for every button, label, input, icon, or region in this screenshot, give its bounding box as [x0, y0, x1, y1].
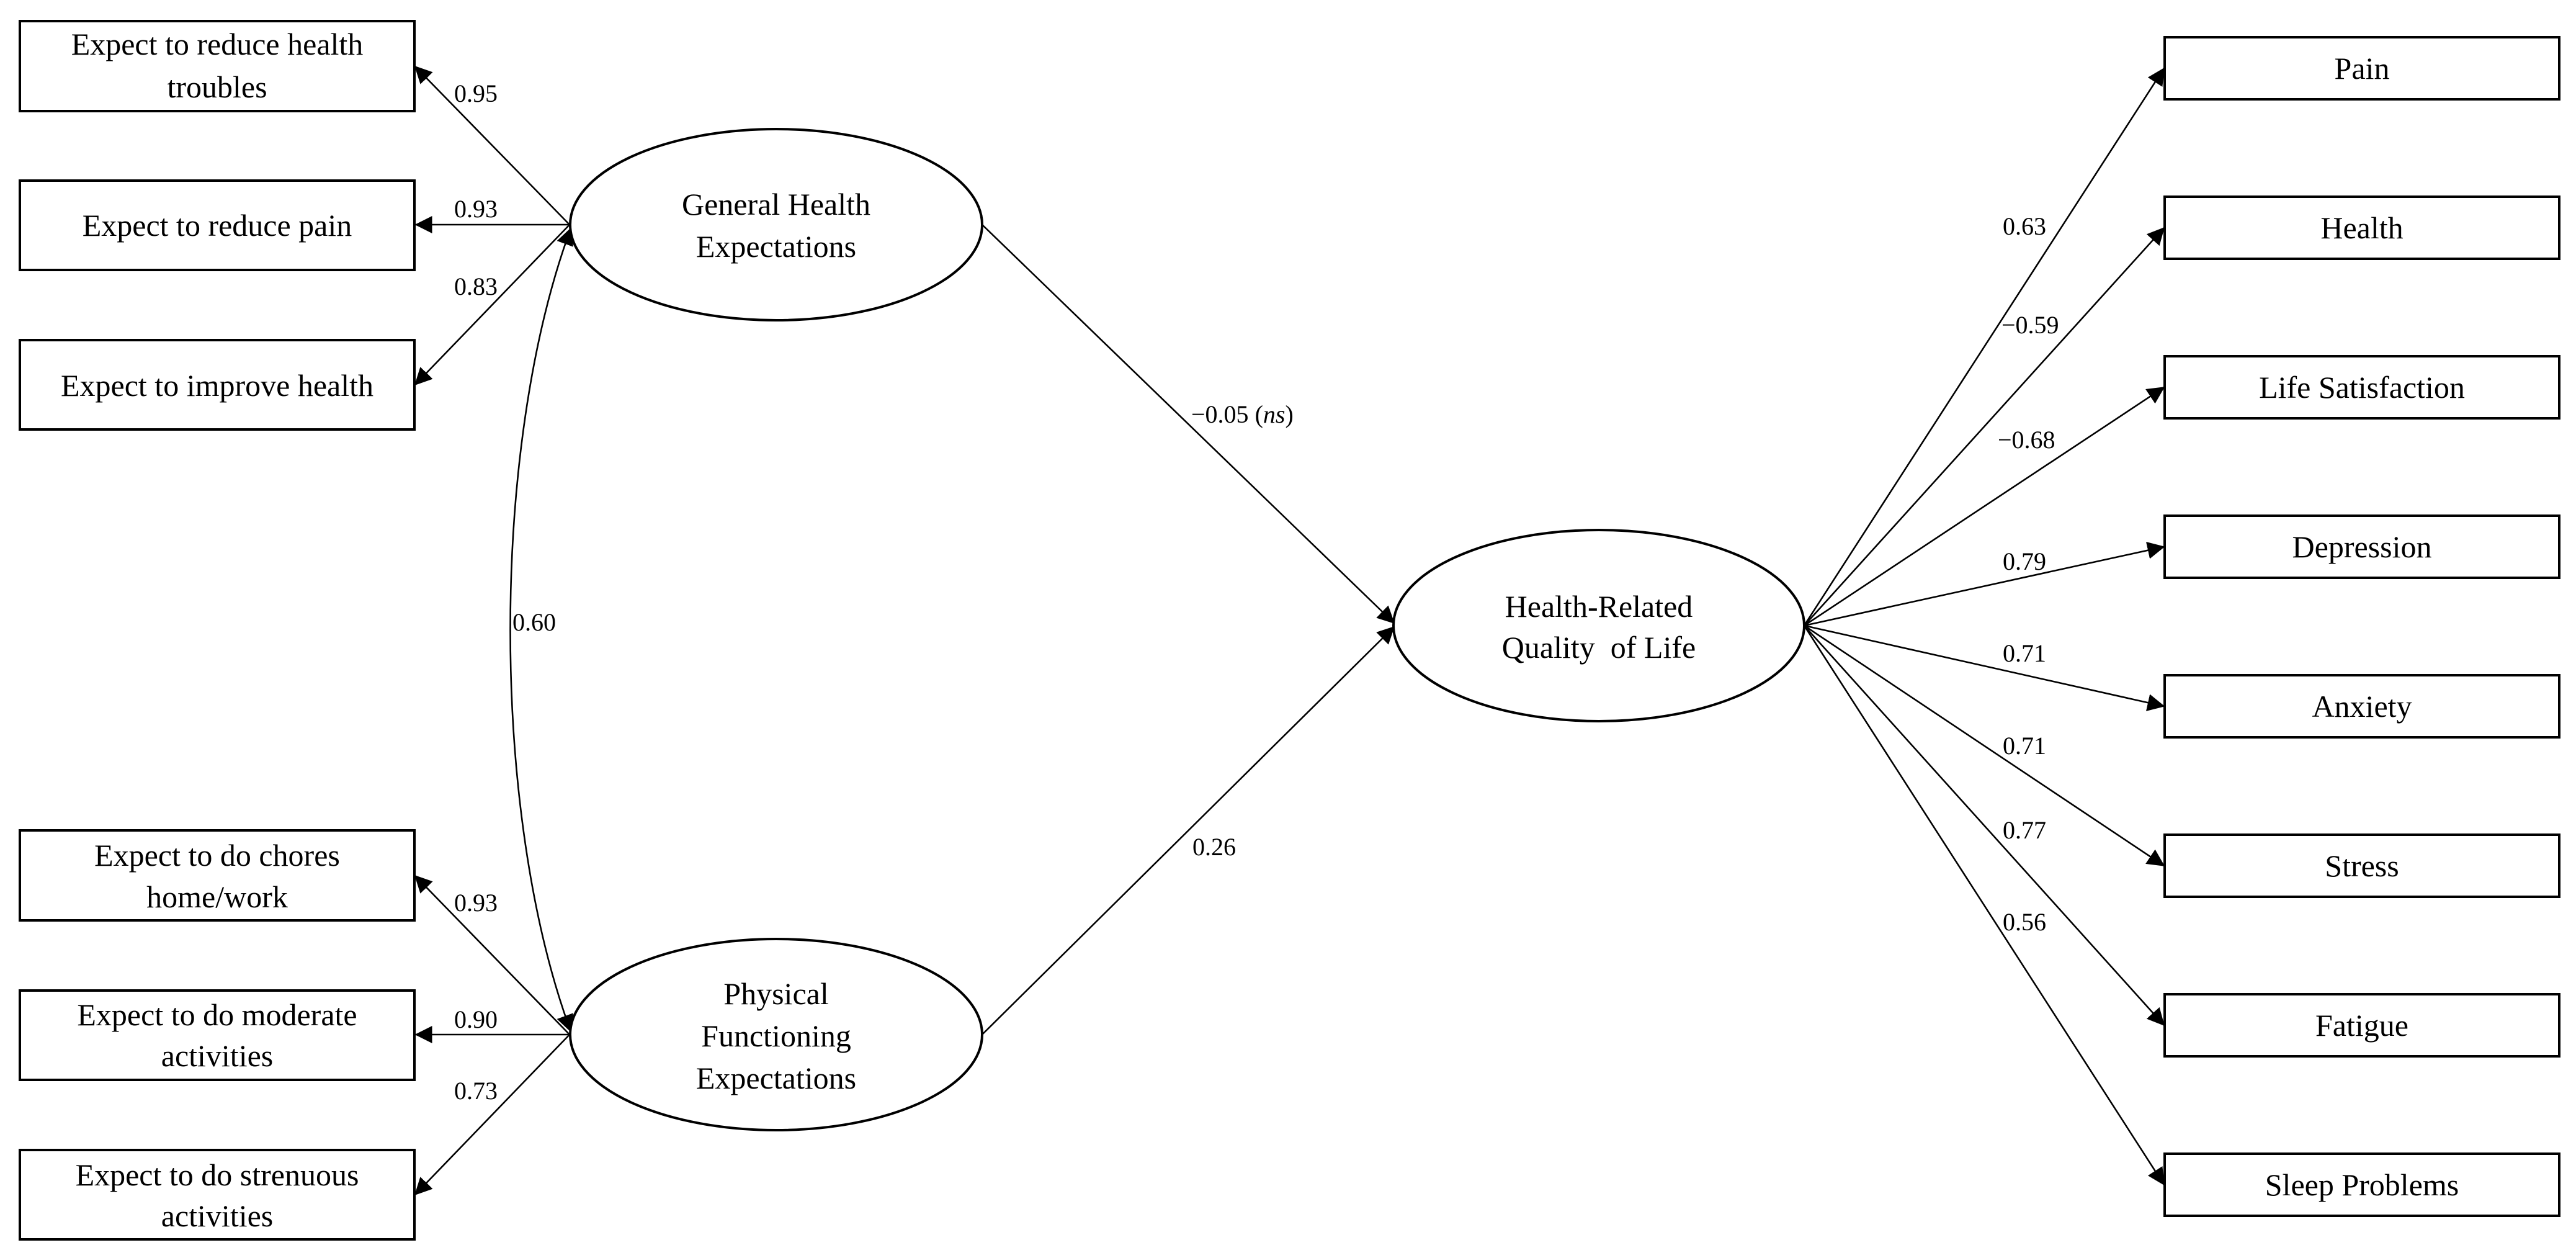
hrql-indicator-6: Stress: [2163, 833, 2560, 898]
hrql-loading-arrow-7: [1804, 625, 2165, 1027]
loading-label: 0.95: [454, 79, 498, 107]
latent-label-line: Physical: [723, 976, 828, 1011]
loading-label: 0.79: [2003, 547, 2046, 575]
pfe-to-hrql-arrow: [982, 626, 1395, 1035]
indicator-label-line: Health: [2320, 210, 2403, 245]
correlation-arrow: [509, 227, 573, 1033]
loading-label: 0.71: [2003, 639, 2046, 667]
indicator-label-line: Expect to improve health: [61, 368, 373, 403]
hrql-loading-arrow-8: [1803, 625, 2165, 1186]
hrql-loading-arrow-5: [1804, 624, 2165, 711]
indicator-label-line: Expect to reduce health: [71, 27, 364, 61]
loading-label: 0.90: [454, 1005, 498, 1033]
hrql-indicator-7: Fatigue: [2163, 993, 2560, 1058]
indicator-label-line: Expect to do moderate: [77, 997, 357, 1032]
indicator-label-line: Sleep Problems: [2265, 1167, 2459, 1202]
latent-label-line: Expectations: [696, 1061, 856, 1095]
indicator-label-line: Pain: [2335, 51, 2390, 86]
ghe-loading-paths: [414, 65, 570, 386]
latent-health-related-quality-of-life: Health-Related Quality of Life: [1392, 529, 1805, 722]
ghe-indicator-3: Expect to improve health: [19, 339, 416, 431]
hrql-loading-arrow-3: [1804, 386, 2165, 627]
hrql-indicator-1: Pain: [2163, 36, 2560, 101]
pfe-loading-paths: [414, 874, 570, 1196]
hrql-loading-arrow-6: [1804, 624, 2165, 867]
hrql-indicator-8: Sleep Problems: [2163, 1152, 2560, 1217]
latent-physical-functioning-expectations: Physical Functioning Expectations: [569, 938, 983, 1131]
hrql-indicator-3: Life Satisfaction: [2163, 355, 2560, 420]
latent-label-line: Functioning: [701, 1018, 851, 1053]
loading-label: 0.63: [2003, 212, 2046, 240]
pfe-loading-labels: 0.93 0.90 0.73: [454, 889, 498, 1105]
ghe-indicator-2: Expect to reduce pain: [19, 179, 416, 271]
correlation-label: 0.60: [512, 608, 556, 636]
hrql-indicator-2: Health: [2163, 195, 2560, 260]
loading-label: 0.93: [454, 195, 498, 223]
hrql-loading-arrow-4: [1804, 542, 2165, 627]
loading-label: 0.56: [2003, 908, 2046, 936]
latent-label-line: Health-Related: [1505, 589, 1693, 624]
hrql-loading-arrow-1: [1803, 67, 2165, 626]
loading-label: −0.59: [2001, 311, 2059, 339]
hrql-loading-arrow-2: [1804, 227, 2165, 626]
ghe-to-hrql-arrow: [982, 224, 1395, 624]
indicator-label-line: Fatigue: [2315, 1008, 2408, 1043]
loading-label: 0.71: [2003, 732, 2046, 760]
latent-label-line: Quality of Life: [1502, 630, 1696, 665]
loading-label: 0.73: [454, 1077, 498, 1105]
indicator-label-line: Expect to do strenuous: [76, 1157, 359, 1192]
ghe-to-hrql-label: −0.05 (ns): [1191, 400, 1294, 428]
indicator-label-line: Expect to reduce pain: [83, 208, 352, 243]
ghe-loading-labels: 0.95 0.93 0.83: [454, 79, 498, 300]
pfe-indicator-3: Expect to do strenuous activities: [19, 1149, 416, 1241]
indicator-label-line: activities: [161, 1198, 274, 1233]
hrql-indicator-4: Depression: [2163, 514, 2560, 579]
indicator-label-line: activities: [161, 1038, 274, 1073]
hrql-indicator-5: Anxiety: [2163, 674, 2560, 739]
pfe-loading-arrow-1: [414, 874, 570, 1035]
loading-label: 0.77: [2003, 816, 2046, 844]
ghe-loading-arrow-1: [414, 65, 570, 225]
latent-label-line: Expectations: [696, 229, 856, 264]
pfe-indicator-2: Expect to do moderate activities: [19, 989, 416, 1081]
indicator-label-line: Depression: [2292, 529, 2432, 564]
ghe-to-hrql-note: ns: [1263, 400, 1286, 428]
latent-label-line: General Health: [682, 187, 870, 222]
pfe-to-hrql-label: 0.26: [1192, 833, 1236, 861]
ghe-indicator-1: Expect to reduce health troubles: [19, 20, 416, 112]
indicator-label-line: Stress: [2325, 848, 2399, 883]
pfe-loading-arrow-3: [414, 1034, 570, 1196]
indicator-label-line: home/work: [146, 879, 288, 914]
ghe-to-hrql-value: −0.05: [1191, 400, 1249, 428]
indicator-label-line: Life Satisfaction: [2259, 370, 2465, 405]
hrql-loading-paths: [1803, 67, 2165, 1186]
pfe-indicator-1: Expect to do chores home/work: [19, 829, 416, 922]
indicator-label-line: Anxiety: [2312, 689, 2412, 724]
hrql-loading-labels: 0.63 −0.59 −0.68 0.79 0.71 0.71 0.77 0.5…: [1998, 212, 2059, 936]
indicator-label-line: Expect to do chores: [94, 838, 340, 873]
indicator-label-line: troubles: [167, 70, 267, 104]
loading-label: 0.93: [454, 889, 498, 917]
loading-label: 0.83: [454, 272, 498, 300]
latent-general-health-expectations: General Health Expectations: [569, 128, 983, 321]
loading-label: −0.68: [1998, 426, 2055, 454]
ghe-loading-arrow-3: [414, 224, 570, 386]
